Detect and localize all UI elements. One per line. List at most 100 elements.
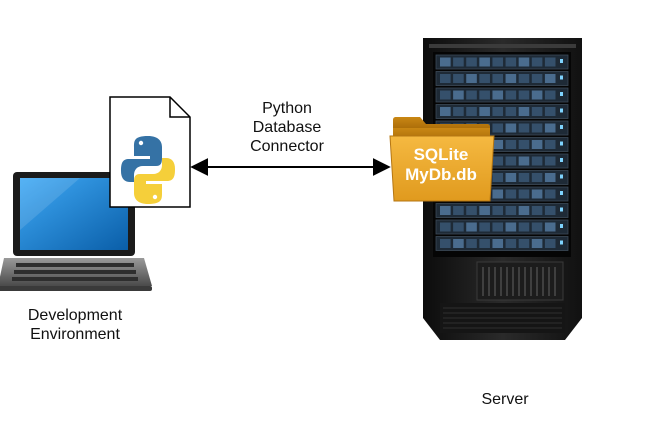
status-led — [560, 92, 563, 96]
drive-bay — [479, 74, 490, 83]
drive-bay — [505, 107, 517, 116]
status-led — [560, 125, 563, 129]
drive-bay — [492, 156, 504, 166]
database-label: SQLite MyDb.db — [393, 145, 489, 185]
drive-bay — [505, 123, 517, 133]
connector-label-line-3: Connector — [250, 138, 324, 155]
drive-bay — [453, 222, 464, 232]
drive-bay — [492, 90, 504, 100]
python-logo-icon — [121, 136, 175, 204]
drive-bay — [479, 222, 490, 232]
drive-bay — [440, 239, 451, 248]
drive-bay — [531, 140, 543, 149]
drive-bay — [492, 173, 504, 182]
drive-bay — [518, 90, 530, 100]
database-label-line-2: MyDb.db — [405, 165, 477, 184]
drive-bay — [492, 107, 504, 116]
drive-bay — [544, 140, 556, 149]
drive-bay — [518, 206, 530, 215]
drive-bay — [492, 222, 504, 232]
drive-bay — [453, 206, 464, 215]
drive-bay — [544, 239, 556, 248]
drive-bay — [518, 156, 530, 166]
laptop-icon — [0, 172, 152, 291]
python-file-icon — [109, 96, 191, 208]
drive-bay — [505, 189, 517, 199]
drive-bay — [544, 74, 556, 83]
drive-bay — [453, 90, 464, 100]
drive-bay — [453, 57, 464, 67]
drive-bay — [531, 123, 543, 133]
drive-bay — [518, 74, 530, 83]
drive-bay — [505, 57, 517, 67]
drive-bay — [518, 140, 530, 149]
drive-bay — [531, 107, 543, 116]
drive-bay — [531, 90, 543, 100]
server-label: Server — [481, 391, 529, 408]
drive-bay — [531, 239, 543, 248]
status-led — [560, 141, 563, 146]
drive-bay — [440, 57, 451, 67]
status-led — [560, 59, 563, 63]
drive-bay — [505, 206, 517, 215]
connector-label: Python Database Connector — [232, 99, 342, 156]
drive-bay — [531, 189, 543, 199]
drive-bay — [544, 189, 556, 199]
drive-bay — [453, 74, 464, 83]
drive-bay — [544, 57, 556, 67]
laptop-label: Development Environment — [0, 306, 150, 344]
status-led — [560, 75, 563, 80]
drive-bay — [440, 222, 451, 232]
drive-bay — [505, 140, 517, 149]
drive-bay — [466, 222, 477, 232]
connector-label-line-2: Database — [252, 119, 322, 136]
drive-bay — [505, 156, 517, 166]
status-led — [560, 191, 563, 195]
laptop-label-line-1: Development — [27, 307, 123, 324]
drive-bay — [492, 189, 504, 199]
drive-bay — [479, 239, 490, 248]
drive-bay — [466, 57, 477, 67]
laptop-label-line-2: Environment — [30, 326, 120, 343]
drive-bay — [479, 57, 490, 67]
drive-bay — [440, 206, 451, 215]
status-led — [560, 174, 563, 179]
drive-bay — [544, 206, 556, 215]
database-label-line-1: SQLite — [413, 145, 469, 164]
drive-bay — [466, 206, 477, 215]
drive-bay — [479, 206, 490, 215]
status-led — [560, 207, 563, 212]
status-led — [560, 224, 563, 228]
drive-bay — [466, 90, 477, 100]
drive-bay — [544, 156, 556, 166]
drive-bay — [518, 189, 530, 199]
drive-bay — [492, 140, 504, 149]
drive-bay — [440, 74, 451, 83]
status-led — [560, 240, 563, 245]
drive-bay — [440, 107, 451, 116]
drive-bay — [518, 57, 530, 67]
drive-bay — [505, 239, 517, 248]
drive-bay — [531, 222, 543, 232]
drive-bay — [544, 123, 556, 133]
drive-bay — [505, 74, 517, 83]
drive-bay — [492, 57, 504, 67]
drive-bay — [453, 239, 464, 248]
drive-bay — [492, 239, 504, 248]
drive-bay — [544, 90, 556, 100]
drive-bay — [531, 206, 543, 215]
drive-bay — [453, 107, 464, 116]
drive-bay — [544, 107, 556, 116]
drive-bay — [440, 90, 451, 100]
drive-bay — [466, 239, 477, 248]
drive-bay — [518, 239, 530, 248]
drive-bay — [544, 173, 556, 182]
drive-bay — [531, 156, 543, 166]
connector-label-line-1: Python — [262, 100, 312, 117]
drive-bay — [492, 123, 504, 133]
drive-bay — [531, 74, 543, 83]
drive-bay — [492, 206, 504, 215]
drive-bay — [466, 74, 477, 83]
drive-bay — [518, 123, 530, 133]
